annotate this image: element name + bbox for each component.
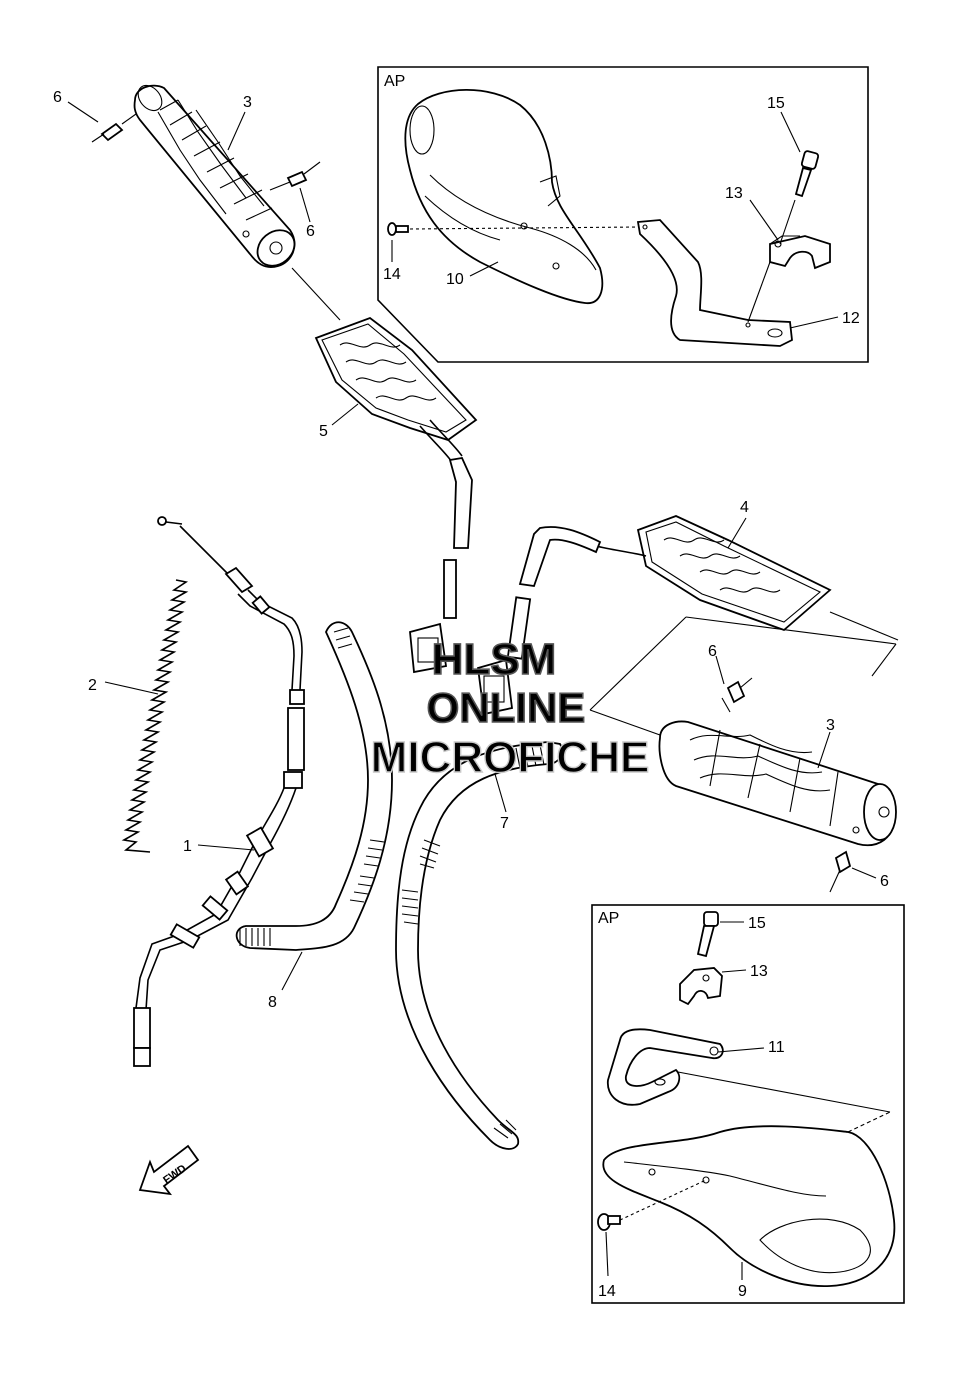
inset-box-bottom: AP: [591, 904, 905, 1304]
rivet-part-6-lower-right: [829, 850, 852, 893]
left-grip-part-3: [133, 84, 296, 268]
right-grip-part-3: [658, 720, 897, 847]
heater-element-part-5: [291, 267, 478, 549]
right-grip-callouts: 6 3 6: [708, 643, 889, 890]
callout-2: 2: [88, 677, 97, 694]
clamp-part-13: [747, 199, 831, 323]
callout-12: 12: [842, 310, 860, 327]
callout-1: 1: [183, 838, 192, 855]
cable-part-1: [133, 516, 305, 1067]
connector-right: [477, 596, 532, 716]
hose-7-callout: 7: [494, 773, 509, 832]
inset-bottom-callouts: 15 13 11 14 9: [598, 915, 785, 1300]
callout-15-top: 15: [767, 95, 785, 112]
hand-guard-part-10: [404, 89, 604, 304]
hose-8-callout: 8: [268, 951, 303, 1011]
watermark: HLSM ONLINE MICROFICHE: [370, 634, 650, 783]
heater-right-callout: 4: [727, 499, 749, 549]
callout-6-b: 6: [306, 223, 315, 240]
rivet-part-6-lower-left: [269, 161, 321, 191]
callout-13-bottom: 13: [750, 963, 768, 980]
rivet-part-6-upper-right: [721, 677, 753, 713]
callout-5: 5: [319, 423, 328, 440]
rivet-part-6-upper-left: [91, 113, 137, 143]
callout-6-a: 6: [53, 89, 62, 106]
hose-part-7: [395, 741, 563, 1150]
spring-part-2: [121, 579, 189, 853]
watermark-line-3: MICROFICHE: [371, 733, 650, 782]
fwd-arrow-icon: FWD: [138, 1144, 200, 1196]
callout-4: 4: [740, 499, 749, 516]
callout-3-a: 3: [243, 94, 252, 111]
inset-top-callouts: 15 13 10 14 12: [383, 95, 860, 329]
cable-callout: 1: [183, 838, 255, 855]
callout-14-bottom: 14: [598, 1283, 616, 1300]
callout-7: 7: [500, 815, 509, 832]
callout-6-d: 6: [880, 873, 889, 890]
bolt-part-15: [794, 150, 820, 198]
inset-box-top: AP: [377, 66, 869, 363]
bracket-part-11: [607, 1028, 724, 1106]
bracket-mount-line: [677, 1071, 891, 1113]
screw-part-14: [387, 222, 641, 236]
left-grip-callouts: 6 3 6: [53, 89, 315, 240]
watermark-line-2: ONLINE: [427, 684, 586, 731]
callout-3-b: 3: [826, 717, 835, 734]
watermark-line-1: HLSM: [432, 635, 557, 684]
callout-8: 8: [268, 994, 277, 1011]
hose-part-8: [235, 621, 393, 951]
inset-top-label: AP: [384, 73, 405, 90]
screw-part-14-bottom: [597, 1179, 707, 1231]
callout-11: 11: [768, 1039, 785, 1056]
clamp-part-13-bottom: [679, 967, 723, 1006]
callout-9: 9: [738, 1283, 747, 1300]
callout-6-c: 6: [708, 643, 717, 660]
callout-15-bottom: 15: [748, 915, 766, 932]
bolt-part-15-bottom: [696, 911, 719, 958]
callout-13-top: 13: [725, 185, 743, 202]
callout-10: 10: [446, 271, 464, 288]
bracket-part-12: [636, 219, 793, 347]
heater-element-part-4: [518, 515, 899, 641]
hand-guard-part-9: [602, 1111, 896, 1287]
grip-alignment-lines: [589, 616, 897, 736]
heater-left-callout: 5: [319, 403, 359, 440]
inset-bottom-label: AP: [598, 910, 619, 927]
connector-left: [409, 559, 457, 674]
callout-14-top: 14: [383, 266, 401, 283]
spring-callout: 2: [88, 677, 159, 695]
